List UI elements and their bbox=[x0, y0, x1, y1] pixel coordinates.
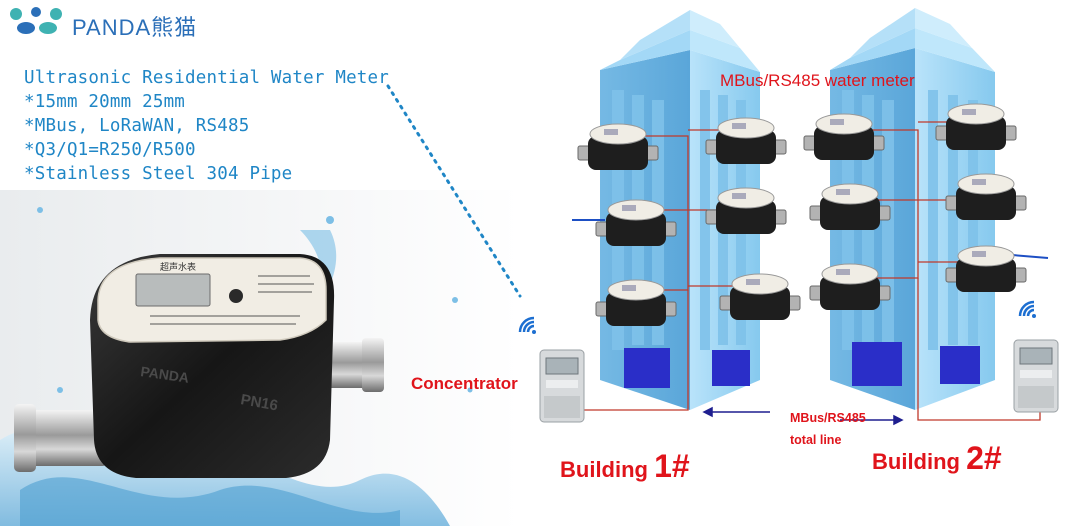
meter-type-label: MBus/RS485 water meter bbox=[720, 71, 915, 90]
spec-list: Ultrasonic Residential Water Meter *15mm… bbox=[24, 66, 389, 186]
wifi-icon bbox=[518, 316, 538, 336]
total-line-arrows bbox=[702, 406, 904, 426]
concentrator-label: Concentrator bbox=[411, 374, 518, 393]
panda-logo-icon bbox=[10, 7, 62, 34]
spec-title: Ultrasonic Residential Water Meter bbox=[24, 68, 390, 88]
brand-logo: PANDA熊猫 bbox=[6, 4, 266, 40]
building-1-label: Building 1# bbox=[560, 448, 690, 485]
concentrator-2 bbox=[1013, 339, 1059, 413]
meter-top-label: 超声水表 bbox=[160, 261, 196, 273]
building-1-word: Building bbox=[560, 457, 655, 482]
building-2-number: 2# bbox=[966, 440, 1002, 476]
spec-line-sizes: *15mm 20mm 25mm bbox=[24, 92, 186, 112]
brand-name: PANDA熊猫 bbox=[72, 15, 198, 40]
leader-line bbox=[386, 84, 522, 298]
building-2-word: Building bbox=[872, 449, 967, 474]
spec-line-ratio: *Q3/Q1=R250/R500 bbox=[24, 140, 196, 160]
spec-line-protocols: *MBus, LoRaWAN, RS485 bbox=[24, 116, 250, 136]
total-line-label-2: total line bbox=[790, 433, 842, 447]
building-1-number: 1# bbox=[654, 448, 690, 484]
meter-brand-mark: PANDA bbox=[140, 363, 191, 386]
spec-line-material: *Stainless Steel 304 Pipe bbox=[24, 164, 293, 184]
concentrator-1 bbox=[539, 349, 585, 423]
wifi-icon bbox=[1018, 300, 1038, 320]
total-line-label-1: MBus/RS485 bbox=[790, 411, 866, 425]
building-2-label: Building 2# bbox=[872, 440, 1002, 477]
product-image: 超声水表 PANDA PN16 bbox=[0, 190, 520, 526]
meter-model-mark: PN16 bbox=[239, 391, 279, 414]
